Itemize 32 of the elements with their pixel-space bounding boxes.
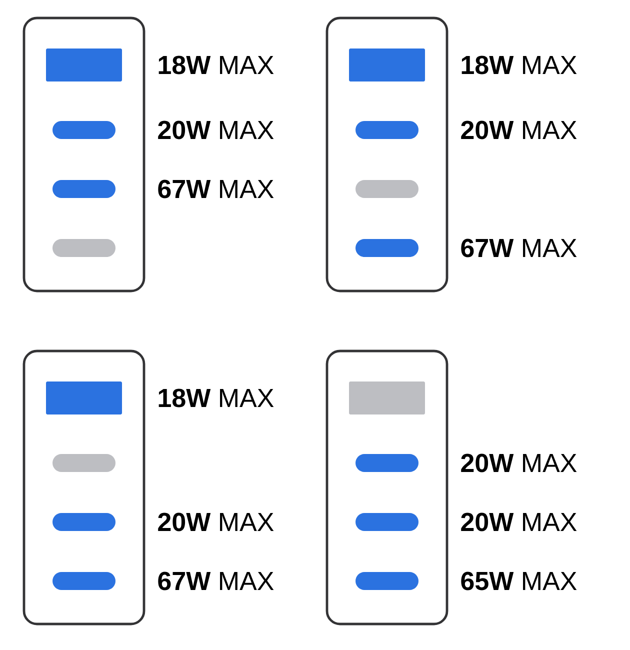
power-label: 20W MAX: [461, 454, 577, 472]
usb-a-port: [46, 48, 122, 82]
power-label: 18W MAX: [462, 56, 577, 74]
power-label: 18W MAX: [158, 388, 274, 408]
charger-outline: [22, 16, 146, 292]
usb-c-port: [356, 180, 418, 198]
usb-a-port: [46, 382, 122, 414]
usb-a-port: [349, 48, 425, 82]
usb-c-port: [356, 572, 418, 590]
usb-a-port: [349, 382, 425, 414]
power-label: 20W MAX: [158, 120, 274, 140]
power-label: 67W MAX: [461, 238, 577, 258]
usb-c-port: [52, 572, 116, 590]
usb-c-port: [52, 180, 116, 198]
usb-c-port: [356, 121, 418, 139]
charger-outline: [326, 16, 448, 292]
power-label: 18W MAX: [158, 56, 274, 74]
usb-c-port: [52, 121, 116, 139]
usb-c-port: [52, 513, 116, 531]
power-label: 20W MAX: [158, 512, 274, 532]
charger-outline: [22, 350, 146, 626]
usb-c-port: [356, 239, 418, 257]
usb-c-port: [52, 239, 116, 257]
usb-c-port: [356, 513, 418, 531]
power-label: 67W MAX: [158, 180, 274, 198]
usb-c-port: [356, 454, 418, 472]
charger-outline: [326, 350, 448, 626]
power-label: 67W MAX: [158, 572, 274, 590]
power-label: 65W MAX: [461, 572, 577, 590]
usb-c-port: [52, 454, 116, 472]
power-label: 20W MAX: [461, 512, 577, 532]
power-label: 20W MAX: [461, 120, 577, 140]
